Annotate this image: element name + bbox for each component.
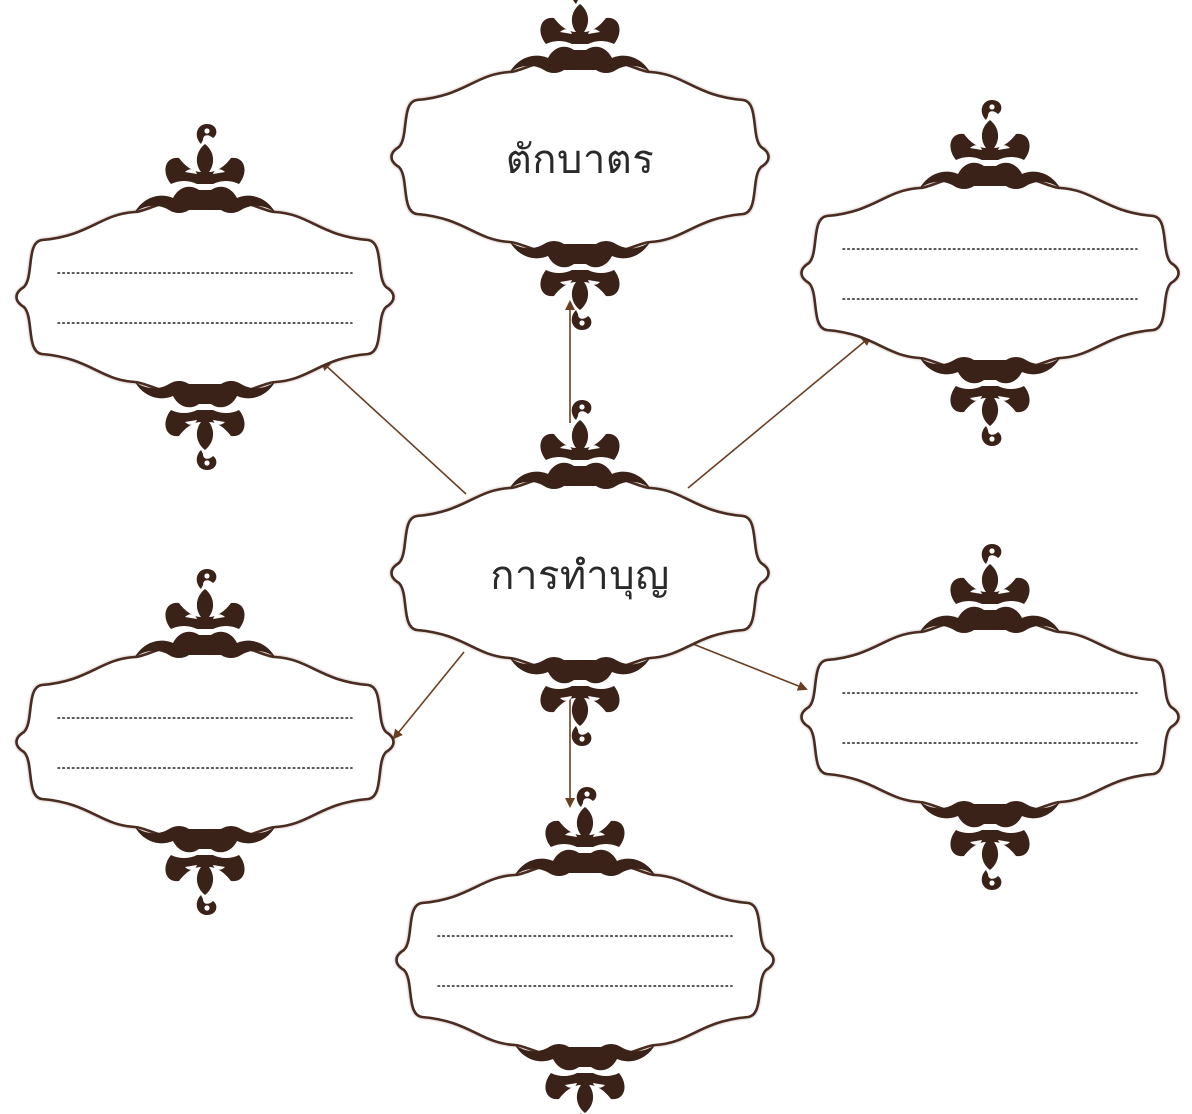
crest-top-ornament — [510, 0, 650, 73]
frame-lower-left — [15, 569, 395, 915]
crest-top-ornament — [920, 544, 1060, 633]
frame-outline — [800, 170, 1180, 376]
crest-bottom-ornament — [920, 801, 1060, 890]
crest-bottom-ornament — [920, 357, 1060, 446]
frame-lower-right — [800, 544, 1180, 890]
arrow-to-lower-right — [687, 641, 808, 691]
crest-top-ornament — [135, 569, 275, 658]
frame-top — [390, 0, 770, 330]
crest-bottom-ornament — [510, 657, 650, 746]
frame-upper-left — [15, 124, 395, 470]
arrow-to-lower-left — [392, 651, 465, 740]
crest-top-ornament — [510, 400, 650, 489]
center-label: การทำบุญ — [490, 553, 670, 599]
crest-top-ornament — [515, 787, 655, 876]
arrow-to-upper-right — [687, 335, 872, 489]
arrow-to-upper-left — [320, 360, 467, 495]
frame-center — [390, 400, 770, 746]
frame-group — [15, 0, 1180, 1114]
crest-bottom-ornament — [135, 826, 275, 915]
crest-bottom-ornament — [515, 1044, 655, 1114]
crest-top-ornament — [135, 124, 275, 213]
connector-group — [320, 300, 872, 808]
frame-bottom — [395, 787, 775, 1114]
frame-upper-right — [800, 100, 1180, 446]
frame-outline — [395, 857, 775, 1063]
frame-outline — [15, 194, 395, 400]
crest-bottom-ornament — [135, 381, 275, 470]
frame-outline — [800, 614, 1180, 820]
crest-top-ornament — [920, 100, 1060, 189]
crest-bottom-ornament — [510, 241, 650, 330]
branch-label-top: ตักบาตร — [505, 137, 655, 183]
frame-outline — [15, 639, 395, 845]
